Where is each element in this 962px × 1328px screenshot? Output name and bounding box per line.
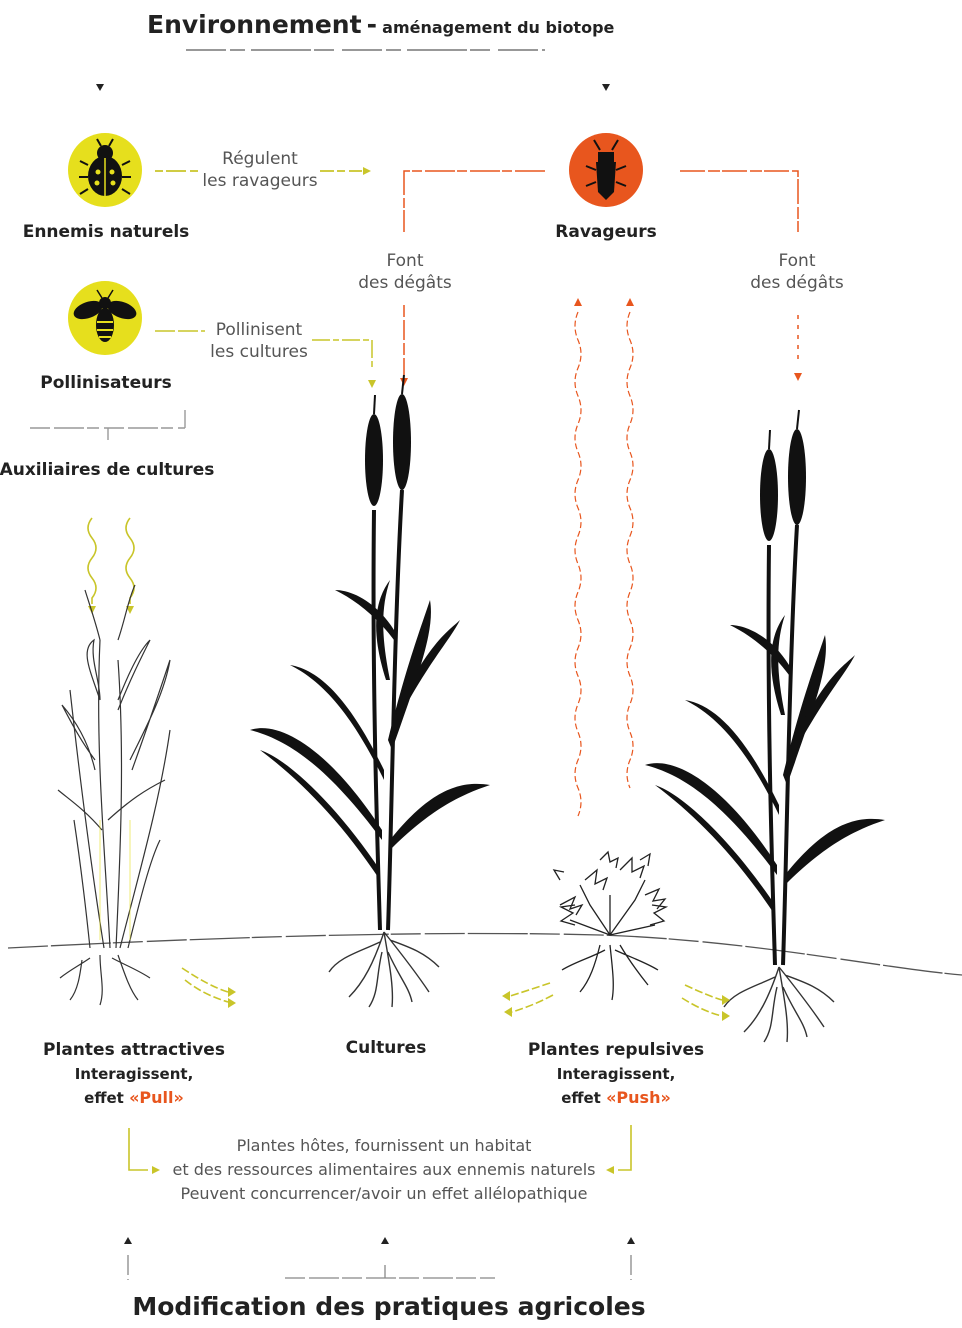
crop-plant-illustration: [250, 375, 490, 1007]
interact-pull-text: Interagissent,: [43, 1062, 225, 1086]
subtitle-text: aménagement du biotope: [382, 18, 614, 37]
attractive-plant-illustration: [58, 585, 170, 1005]
pollinate-line-1: Pollinisent: [210, 319, 308, 341]
host-plants-line-3: Peuvent concurrencer/avoir un effet allé…: [173, 1182, 596, 1206]
repulsive-plant-illustration: [554, 852, 666, 1000]
interact-push-text: Interagissent,: [528, 1062, 704, 1086]
damage-right-line-1: Font: [750, 250, 844, 272]
damage-left-line-2: des dégâts: [358, 272, 452, 294]
ladybug-icon: [68, 133, 142, 207]
host-plants-line-1: Plantes hôtes, fournissent un habitat: [173, 1134, 596, 1158]
repulsive-plants-title: Plantes repulsives: [528, 1038, 704, 1062]
effect-push-badge: «Push»: [606, 1088, 671, 1107]
damage-right-line-2: des dégâts: [750, 272, 844, 294]
bee-icon: [68, 281, 142, 355]
crops-label: Cultures: [346, 1038, 427, 1058]
damage-right-label: Font des dégâts: [750, 250, 844, 294]
regulate-label: Régulent les ravageurs: [202, 148, 317, 192]
attractive-plants-label: Plantes attractives Interagissent, effet…: [43, 1038, 225, 1110]
title-dash: -: [367, 10, 377, 39]
host-plants-text: Plantes hôtes, fournissent un habitat et…: [173, 1134, 596, 1206]
page-title: Environnement - aménagement du biotope: [147, 10, 614, 39]
damage-left-line-1: Font: [358, 250, 452, 272]
effect-push-prefix: effet: [561, 1089, 601, 1107]
down-arrow-left: [96, 84, 104, 91]
effect-pull-badge: «Pull»: [129, 1088, 184, 1107]
pollinate-label: Pollinisent les cultures: [210, 319, 308, 363]
pest-bug-icon: [569, 133, 643, 207]
effect-pull-prefix: effet: [84, 1089, 124, 1107]
natural-enemies-label: Ennemis naturels: [23, 222, 190, 242]
repulsive-plants-label: Plantes repulsives Interagissent, effet …: [528, 1038, 704, 1110]
pests-label: Ravageurs: [555, 222, 656, 242]
title-text: Environnement: [147, 10, 362, 39]
host-plants-line-2: et des ressources alimentaires aux ennem…: [173, 1158, 596, 1182]
pollinators-label: Pollinisateurs: [40, 373, 171, 393]
crop-auxiliaries-label: Auxiliaires de cultures: [0, 460, 214, 480]
damage-left-label: Font des dégâts: [358, 250, 452, 294]
down-arrow-right: [602, 84, 610, 91]
regulate-line-2: les ravageurs: [202, 170, 317, 192]
pollinate-line-2: les cultures: [210, 341, 308, 363]
crop-plant-illustration-right: [645, 410, 885, 1042]
footer-title: Modification des pratiques agricoles: [132, 1292, 645, 1321]
regulate-line-1: Régulent: [202, 148, 317, 170]
attractive-plants-title: Plantes attractives: [43, 1038, 225, 1062]
